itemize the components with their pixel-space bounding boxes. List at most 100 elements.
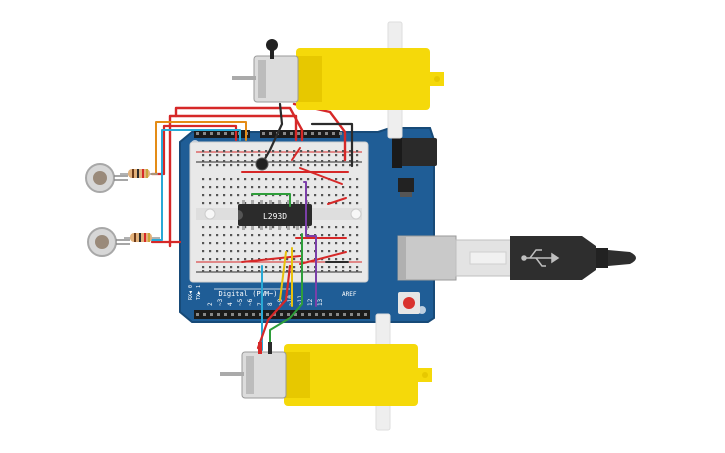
breadboard-hole[interactable] — [328, 270, 331, 273]
breadboard-hole[interactable] — [307, 242, 310, 245]
breadboard-hole[interactable] — [307, 258, 310, 261]
breadboard-hole[interactable] — [293, 202, 296, 205]
breadboard-hole[interactable] — [335, 234, 338, 237]
breadboard-hole[interactable] — [286, 186, 289, 189]
breadboard-hole[interactable] — [223, 202, 226, 205]
breadboard-hole[interactable] — [265, 186, 268, 189]
breadboard-hole[interactable] — [342, 242, 345, 245]
breadboard-hole[interactable] — [202, 234, 205, 237]
header-pin[interactable] — [266, 313, 269, 316]
breadboard-hole[interactable] — [237, 154, 240, 157]
header-pin[interactable] — [203, 313, 206, 316]
breadboard-hole[interactable] — [202, 150, 205, 153]
breadboard-hole[interactable] — [293, 194, 296, 197]
header-pin[interactable] — [357, 313, 360, 316]
header-pin[interactable] — [224, 313, 227, 316]
breadboard-hole[interactable] — [328, 266, 331, 269]
breadboard-hole[interactable] — [209, 160, 212, 163]
breadboard-hole[interactable] — [223, 150, 226, 153]
breadboard-hole[interactable] — [307, 178, 310, 181]
breadboard-hole[interactable] — [321, 242, 324, 245]
breadboard-hole[interactable] — [258, 250, 261, 253]
breadboard-hole[interactable] — [209, 242, 212, 245]
header-pin[interactable] — [245, 313, 248, 316]
photoresistor-2[interactable] — [87, 227, 130, 257]
l293d-chip[interactable]: L293D — [238, 200, 312, 230]
breadboard-hole[interactable] — [356, 194, 359, 197]
breadboard-hole[interactable] — [216, 186, 219, 189]
breadboard-hole[interactable] — [307, 186, 310, 189]
breadboard-hole[interactable] — [335, 154, 338, 157]
breadboard-hole[interactable] — [356, 226, 359, 229]
breadboard-hole[interactable] — [286, 242, 289, 245]
breadboard-hole[interactable] — [279, 186, 282, 189]
resistor-1[interactable] — [120, 169, 158, 178]
breadboard-hole[interactable] — [321, 150, 324, 153]
breadboard-hole[interactable] — [244, 164, 247, 167]
breadboard-hole[interactable] — [321, 164, 324, 167]
breadboard-hole[interactable] — [272, 266, 275, 269]
breadboard-hole[interactable] — [202, 164, 205, 167]
breadboard-hole[interactable] — [223, 250, 226, 253]
breadboard-hole[interactable] — [335, 202, 338, 205]
breadboard-hole[interactable] — [258, 234, 261, 237]
breadboard-hole[interactable] — [314, 202, 317, 205]
breadboard-hole[interactable] — [342, 160, 345, 163]
breadboard-hole[interactable] — [342, 154, 345, 157]
breadboard-hole[interactable] — [349, 202, 352, 205]
breadboard-hole[interactable] — [342, 164, 345, 167]
header-pin[interactable] — [210, 313, 213, 316]
breadboard-hole[interactable] — [286, 164, 289, 167]
breadboard-hole[interactable] — [293, 178, 296, 181]
header-pin[interactable] — [318, 132, 321, 135]
breadboard-hole[interactable] — [286, 258, 289, 261]
breadboard-hole[interactable] — [202, 270, 205, 273]
header-pin[interactable] — [224, 132, 227, 135]
breadboard-hole[interactable] — [335, 160, 338, 163]
breadboard-hole[interactable] — [251, 154, 254, 157]
breadboard-hole[interactable] — [349, 154, 352, 157]
header-pin[interactable] — [304, 132, 307, 135]
breadboard-hole[interactable] — [251, 258, 254, 261]
breadboard-hole[interactable] — [237, 270, 240, 273]
breadboard-hole[interactable] — [328, 186, 331, 189]
breadboard-hole[interactable] — [356, 234, 359, 237]
breadboard-hole[interactable] — [265, 234, 268, 237]
breadboard-hole[interactable] — [286, 160, 289, 163]
header-pin[interactable] — [315, 313, 318, 316]
breadboard-hole[interactable] — [202, 266, 205, 269]
breadboard-hole[interactable] — [279, 194, 282, 197]
header-pin[interactable] — [231, 132, 234, 135]
breadboard-hole[interactable] — [258, 150, 261, 153]
breadboard-hole[interactable] — [272, 250, 275, 253]
breadboard-hole[interactable] — [328, 160, 331, 163]
breadboard-hole[interactable] — [237, 186, 240, 189]
breadboard-hole[interactable] — [223, 194, 226, 197]
dc-motor-top[interactable] — [232, 21, 444, 139]
header-pin[interactable] — [269, 132, 272, 135]
breadboard-hole[interactable] — [251, 160, 254, 163]
breadboard-hole[interactable] — [321, 186, 324, 189]
breadboard-hole[interactable] — [293, 164, 296, 167]
breadboard-hole[interactable] — [272, 186, 275, 189]
breadboard-hole[interactable] — [216, 178, 219, 181]
breadboard-hole[interactable] — [349, 150, 352, 153]
breadboard-hole[interactable] — [265, 266, 268, 269]
header-pin[interactable] — [217, 132, 220, 135]
breadboard-hole[interactable] — [251, 150, 254, 153]
breadboard-hole[interactable] — [279, 270, 282, 273]
breadboard-hole[interactable] — [258, 202, 261, 205]
header-pin[interactable] — [273, 313, 276, 316]
breadboard-hole[interactable] — [244, 154, 247, 157]
breadboard-hole[interactable] — [279, 154, 282, 157]
dc-motor-bottom[interactable] — [220, 313, 432, 431]
breadboard-hole[interactable] — [223, 226, 226, 229]
breadboard-hole[interactable] — [272, 164, 275, 167]
header-pin[interactable] — [262, 132, 265, 135]
breadboard-hole[interactable] — [293, 270, 296, 273]
breadboard-hole[interactable] — [223, 234, 226, 237]
breadboard-hole[interactable] — [335, 164, 338, 167]
breadboard-hole[interactable] — [293, 266, 296, 269]
breadboard-hole[interactable] — [272, 160, 275, 163]
breadboard-hole[interactable] — [265, 178, 268, 181]
